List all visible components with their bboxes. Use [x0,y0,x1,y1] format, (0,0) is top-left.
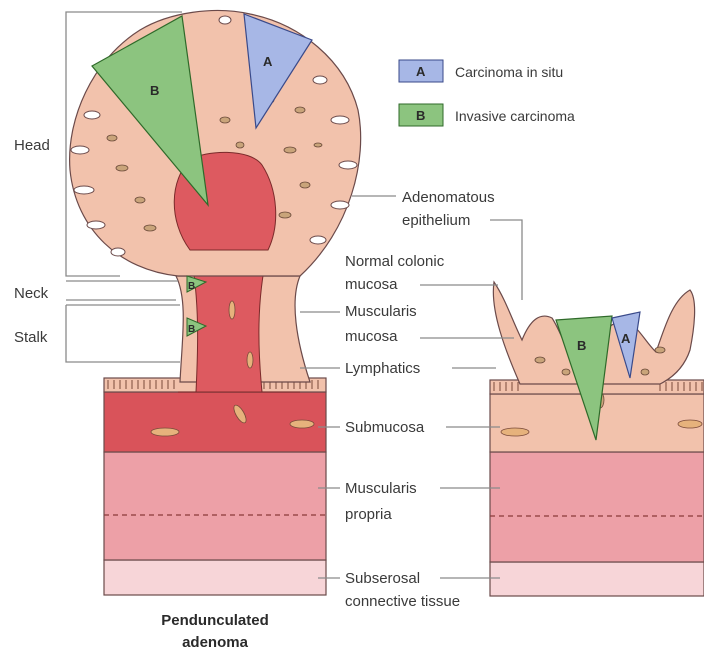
label-submucosa: Submucosa [345,419,425,436]
label-subserosal-2: connective tissue [345,593,460,610]
head-label: Head [14,137,50,154]
label-subserosal-1: Subserosal [345,570,420,587]
legend-a-label: Carcinoma in situ [455,64,563,80]
legend-b-key: B [416,108,425,123]
label-adenomatous-2: epithelium [402,212,470,229]
left-subserosa-layer [104,560,326,595]
legend-b-label: Invasive carcinoma [455,108,575,124]
stalk-bracket [66,305,180,362]
head-region-a-letter: A [263,54,273,69]
caption-line-2: adenoma [182,634,249,651]
label-muscularis-mucosa-1: Muscularis [345,303,417,320]
legend-a-key: A [416,64,426,79]
right-region-a-letter: A [621,331,631,346]
stalk-region-b2-letter: B [188,324,195,335]
left-muscularis-propria-layer [104,452,326,560]
label-muscularis-mucosa-2: mucosa [345,328,398,345]
label-adenomatous-1: Adenomatous [402,189,495,206]
right-muscularis-propria-layer [490,452,704,562]
neck-bracket [66,281,178,300]
head-region-b-letter: B [150,83,159,98]
caption-line-1: Pendunculated [161,612,269,629]
label-normal-mucosa-2: mucosa [345,276,398,293]
label-muscularis-propria-1: Muscularis [345,480,417,497]
neck-label: Neck [14,285,49,302]
label-muscularis-propria-2: propria [345,506,392,523]
right-subserosa-layer [490,562,704,596]
label-normal-mucosa-1: Normal colonic [345,253,445,270]
label-lymphatics: Lymphatics [345,360,420,377]
stalk-label: Stalk [14,329,48,346]
stalk-region-b1-letter: B [188,281,195,292]
right-region-b-letter: B [577,338,586,353]
